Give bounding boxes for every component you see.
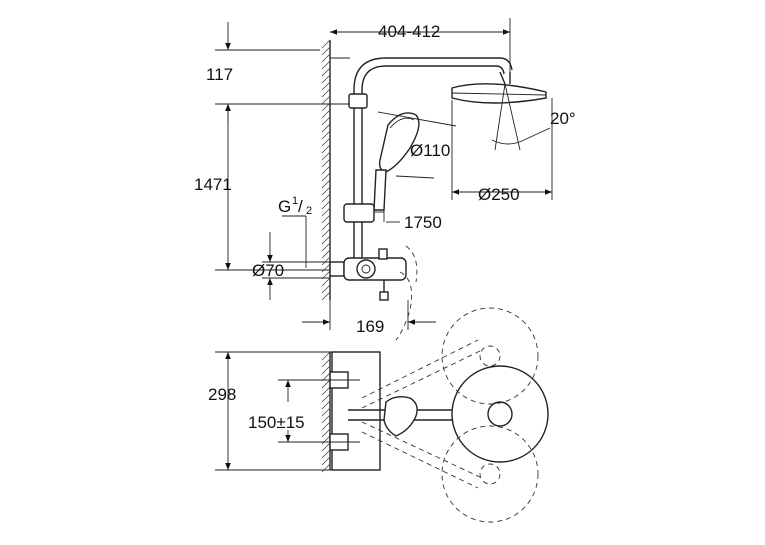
wall-hatch-line (321, 144, 331, 154)
dim-thread-num: 1 (292, 195, 298, 207)
dim-top-offset: 117 (206, 65, 233, 84)
wall-hatch-line (321, 60, 331, 70)
wall-hatch-line (321, 249, 331, 259)
wall-hatch-line (321, 463, 331, 473)
dim-handshower-diameter: Ø110 (410, 141, 450, 160)
wall-hatch-line (321, 200, 331, 210)
wall-hatch-line (321, 186, 331, 196)
dimension-lines (215, 18, 553, 471)
wall-hatch-line (321, 456, 331, 466)
wall-hatch-line (321, 242, 331, 252)
wall-hatch-line (321, 386, 331, 396)
wall-hatch-line (321, 53, 331, 63)
wall-hatch-line (321, 130, 331, 140)
wall-hatch-line (321, 449, 331, 459)
wall-hatch-line (321, 351, 331, 361)
dim-flange-diameter: Ø70 (252, 261, 284, 280)
wall-hatch-line (321, 151, 331, 161)
dim-plan-depth: 298 (208, 385, 236, 404)
wall-hatch-line (321, 393, 331, 403)
dim-width-range: 404-412 (378, 22, 440, 41)
head-shower (451, 71, 547, 104)
wall-hatch-line (321, 379, 331, 389)
dim-projection: 169 (356, 317, 384, 336)
wall-hatch-line (321, 109, 331, 119)
wall-hatch-line (321, 116, 331, 126)
wall-hatch-line (321, 179, 331, 189)
wall-hatch-line (321, 442, 331, 452)
wall-hatch-line (321, 428, 331, 438)
wall-hatch-line (321, 221, 331, 231)
wall-hatch-line (321, 95, 331, 105)
dim-center-distance: 150±15 (248, 413, 305, 432)
dim-inlet-height: 1750 (404, 213, 442, 232)
wall-hatch-line (321, 256, 331, 266)
wall-hatch-line (321, 165, 331, 175)
wall-hatch-line (321, 39, 331, 49)
wall-hatch-line (321, 421, 331, 431)
wall-hatch-line (321, 172, 331, 182)
hand-shower (373, 112, 420, 211)
wall-hatch-line (321, 158, 331, 168)
wall-hatch-line (321, 207, 331, 217)
wall-hatch-line (321, 277, 331, 287)
wall-hatch-line (321, 74, 331, 84)
wall-hatch-line (321, 67, 331, 77)
wall-hatch-line (321, 193, 331, 203)
wall-hatch-line (321, 263, 331, 273)
wall-hatch-line (321, 123, 331, 133)
wall-plan (321, 351, 331, 473)
dim-tilt-angle: 20° (550, 109, 576, 128)
dim-thread-prefix: G (278, 197, 291, 216)
wall-hatch-line (321, 46, 331, 56)
wall-hatch-line (321, 414, 331, 424)
shower-plan-view (320, 307, 549, 523)
shower-column-elevation (329, 57, 547, 341)
dimension-labels: 404-412 117 1471 G 1 / 2 1750 Ø70 169 Ø1… (194, 22, 576, 432)
wall-hatch-line (321, 228, 331, 238)
svg-text:/: / (298, 197, 303, 216)
wall-hatch-line (321, 365, 331, 375)
wall-hatch-line (321, 88, 331, 98)
wall-hatch-line (321, 81, 331, 91)
wall-hatch-line (321, 284, 331, 294)
dim-thread-den: 2 (306, 205, 312, 217)
dim-height-total: 1471 (194, 175, 232, 194)
wall-hatch-line (321, 435, 331, 445)
dim-headshower-diameter: Ø250 (478, 185, 520, 204)
wall-hatch-line (321, 291, 331, 301)
wall-hatch-line (321, 400, 331, 410)
wall-elevation (321, 39, 331, 301)
wall-hatch-line (321, 358, 331, 368)
wall-hatch-line (321, 235, 331, 245)
wall-hatch-line (321, 214, 331, 224)
wall-hatch-line (321, 137, 331, 147)
wall-hatch-line (321, 407, 331, 417)
thermostat-elevation (329, 248, 407, 301)
